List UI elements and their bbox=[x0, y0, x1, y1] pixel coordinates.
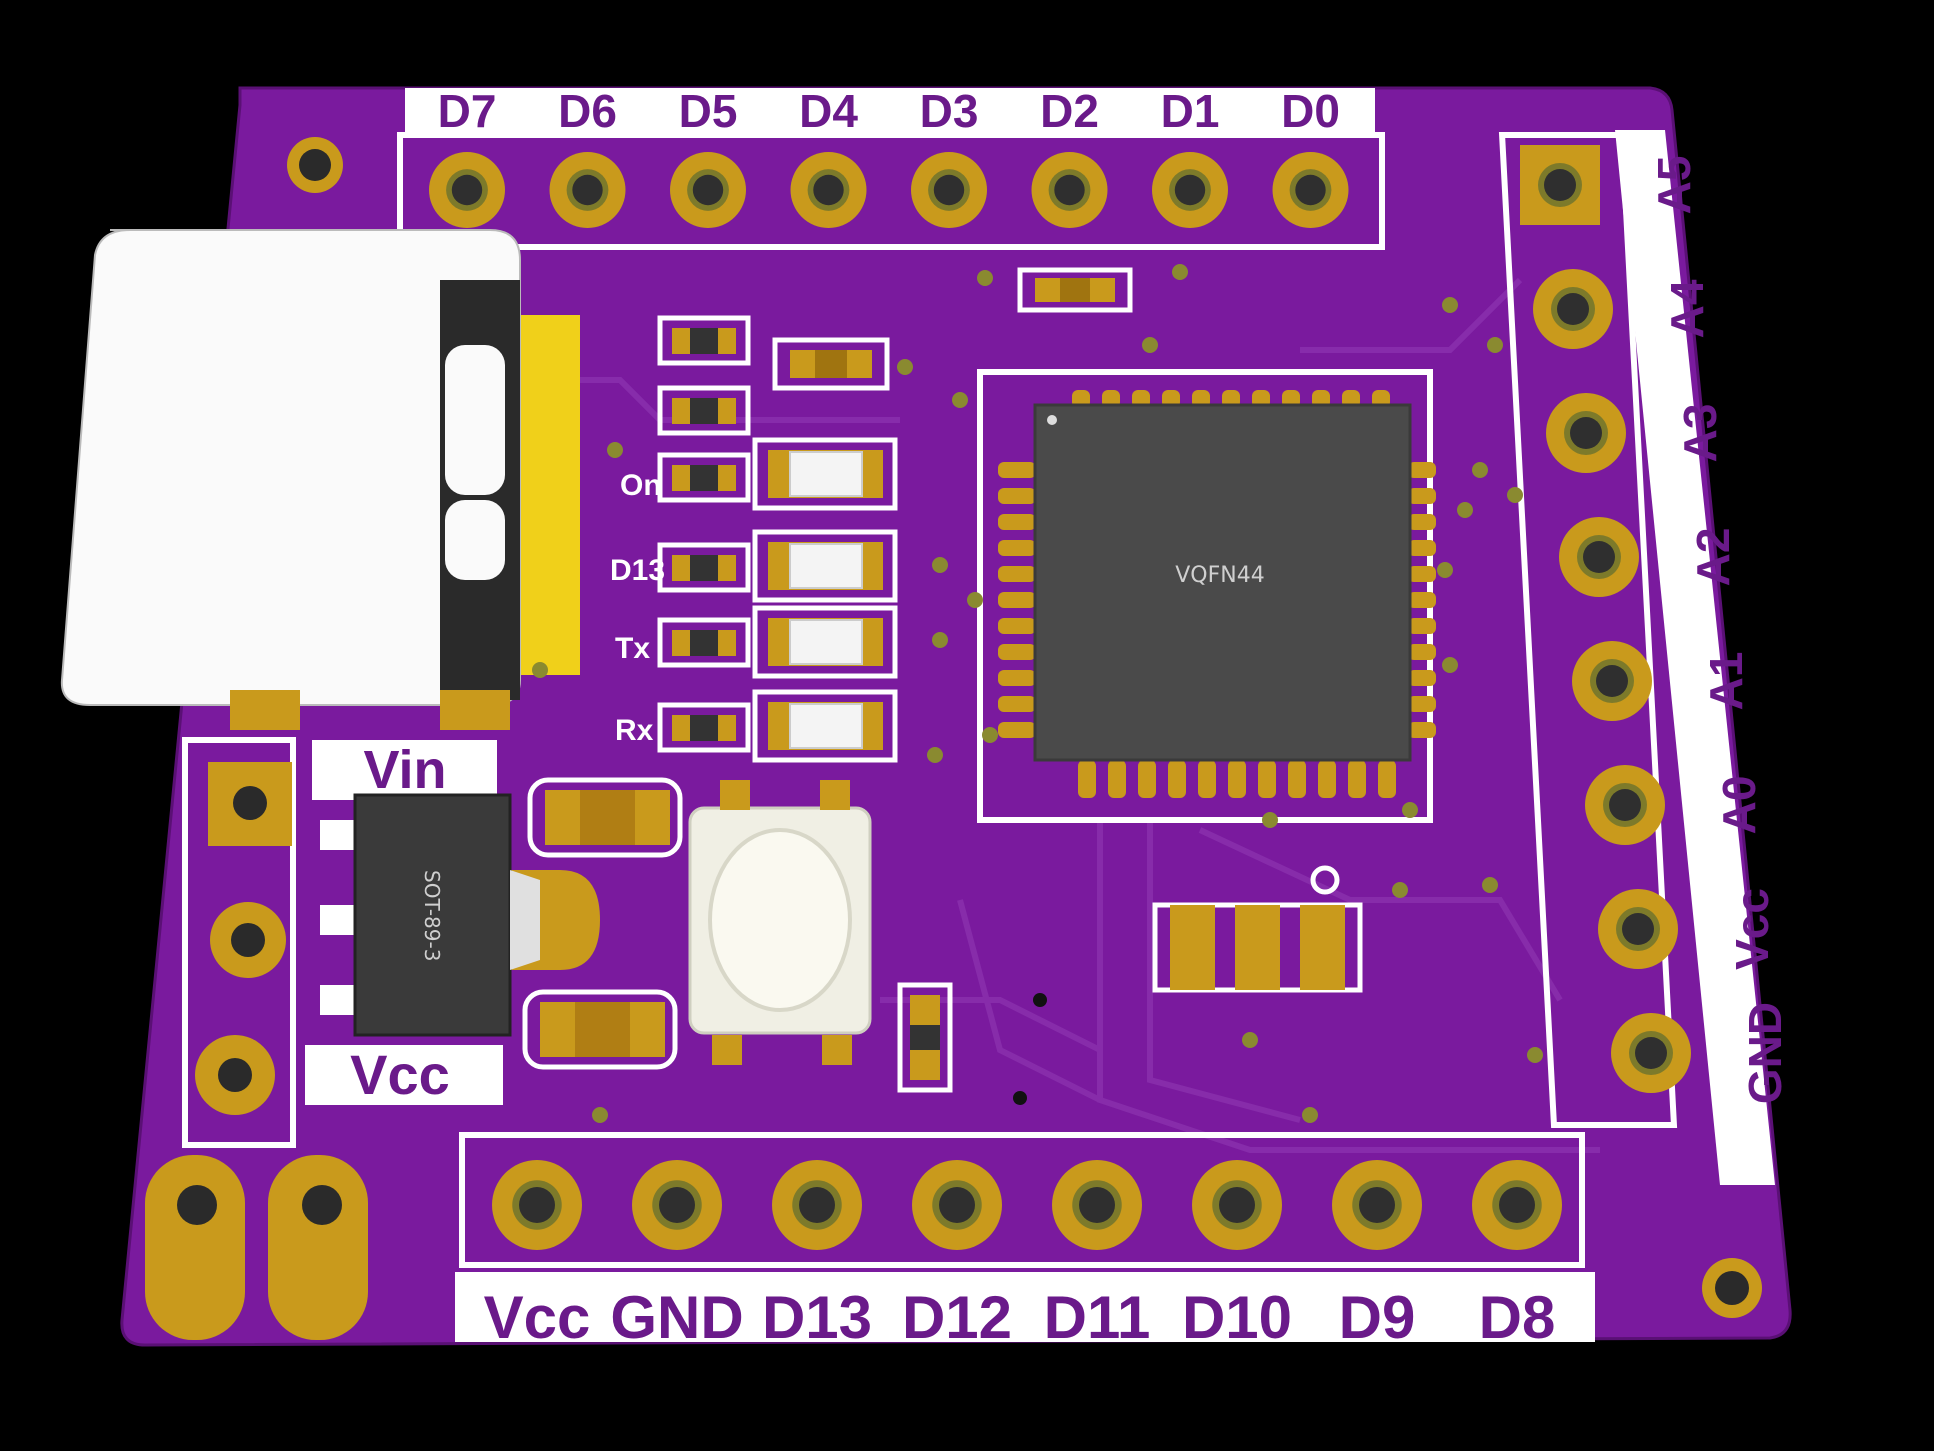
top-header-pad bbox=[911, 152, 987, 228]
led-label-d13: D13 bbox=[610, 554, 665, 587]
bottom-header-label: Vcc bbox=[484, 1284, 591, 1351]
right-header-label: A3 bbox=[1674, 404, 1726, 463]
bottom-header-pad bbox=[1192, 1160, 1282, 1250]
top-header-label: D7 bbox=[438, 85, 497, 137]
vias bbox=[532, 264, 1543, 1123]
right-header-pad bbox=[1598, 889, 1678, 969]
reset-button bbox=[688, 780, 872, 1065]
top-header-pad bbox=[1272, 152, 1349, 228]
top-header-label: D5 bbox=[679, 85, 738, 137]
top-header: D7 D6 D5 D4 D3 D2 D1 D0 bbox=[397, 85, 1385, 250]
vin-label: Vin bbox=[363, 740, 446, 800]
top-header-pad bbox=[670, 152, 746, 228]
right-header-pad bbox=[1533, 269, 1613, 349]
top-header-pad bbox=[1031, 152, 1108, 228]
vcc-label: Vcc bbox=[350, 1043, 450, 1106]
right-header-label: A2 bbox=[1687, 528, 1739, 587]
top-header-label: D4 bbox=[799, 85, 858, 137]
top-header-label: D0 bbox=[1281, 85, 1340, 137]
bottom-header: Vcc GND D13 D12 D11 D10 D9 D8 bbox=[455, 1132, 1595, 1351]
mcu-marking: VQFN44 bbox=[1175, 563, 1264, 588]
bottom-header-label: D12 bbox=[902, 1284, 1012, 1351]
bottom-header-pad bbox=[1052, 1160, 1142, 1250]
top-header-label: D3 bbox=[920, 85, 979, 137]
bottom-header-label: D9 bbox=[1339, 1284, 1416, 1351]
bottom-header-label: D10 bbox=[1182, 1284, 1292, 1351]
regulator-marking: SOT-89-3 bbox=[420, 870, 444, 961]
led-label-rx: Rx bbox=[615, 714, 654, 747]
right-header-label: A4 bbox=[1661, 279, 1713, 338]
right-header-label: A5 bbox=[1648, 156, 1700, 215]
mounting-holes bbox=[287, 137, 1762, 1318]
crystal bbox=[1152, 865, 1363, 993]
smd-fills bbox=[540, 278, 1115, 1080]
bottom-header-pad bbox=[632, 1160, 722, 1250]
top-header-label: D1 bbox=[1161, 85, 1220, 137]
top-header-pad bbox=[549, 152, 626, 228]
right-header-label: A0 bbox=[1713, 776, 1765, 835]
top-header-pad bbox=[790, 152, 867, 228]
right-header-label: Vcc bbox=[1726, 888, 1778, 970]
bottom-header-label: D11 bbox=[1044, 1284, 1151, 1351]
bottom-header-label: D8 bbox=[1479, 1284, 1556, 1351]
bottom-header-pad bbox=[1472, 1160, 1562, 1250]
bottom-header-label: D13 bbox=[762, 1284, 872, 1351]
led-label-tx: Tx bbox=[615, 632, 650, 665]
right-header-label: GND bbox=[1739, 1002, 1791, 1104]
bottom-header-pad bbox=[1332, 1160, 1422, 1250]
right-header-pad bbox=[1520, 145, 1600, 225]
right-header-pad bbox=[1585, 765, 1665, 845]
right-header-pad bbox=[1559, 517, 1639, 597]
smd-components bbox=[522, 267, 1133, 1093]
right-header-pad bbox=[1611, 1013, 1691, 1093]
mcu-chip: VQFN44 bbox=[977, 369, 1436, 823]
led-label-on: On bbox=[620, 469, 662, 502]
top-header-label: D6 bbox=[558, 85, 617, 137]
bottom-header-pad bbox=[772, 1160, 862, 1250]
bottom-header-pad bbox=[492, 1160, 582, 1250]
bottom-header-pad bbox=[912, 1160, 1002, 1250]
regulator-sot89: SOT-89-3 bbox=[320, 793, 600, 1037]
right-header-label: A1 bbox=[1700, 652, 1752, 711]
bottom-header-label: GND bbox=[610, 1284, 743, 1351]
right-header-pad bbox=[1572, 641, 1652, 721]
right-header-pad bbox=[1546, 393, 1626, 473]
power-header bbox=[145, 737, 368, 1340]
top-header-label: D2 bbox=[1040, 85, 1099, 137]
top-header-pad bbox=[1152, 152, 1228, 228]
usb-c-connector bbox=[60, 229, 580, 730]
top-header-pad bbox=[429, 152, 505, 228]
copper-traces bbox=[520, 277, 1600, 1153]
